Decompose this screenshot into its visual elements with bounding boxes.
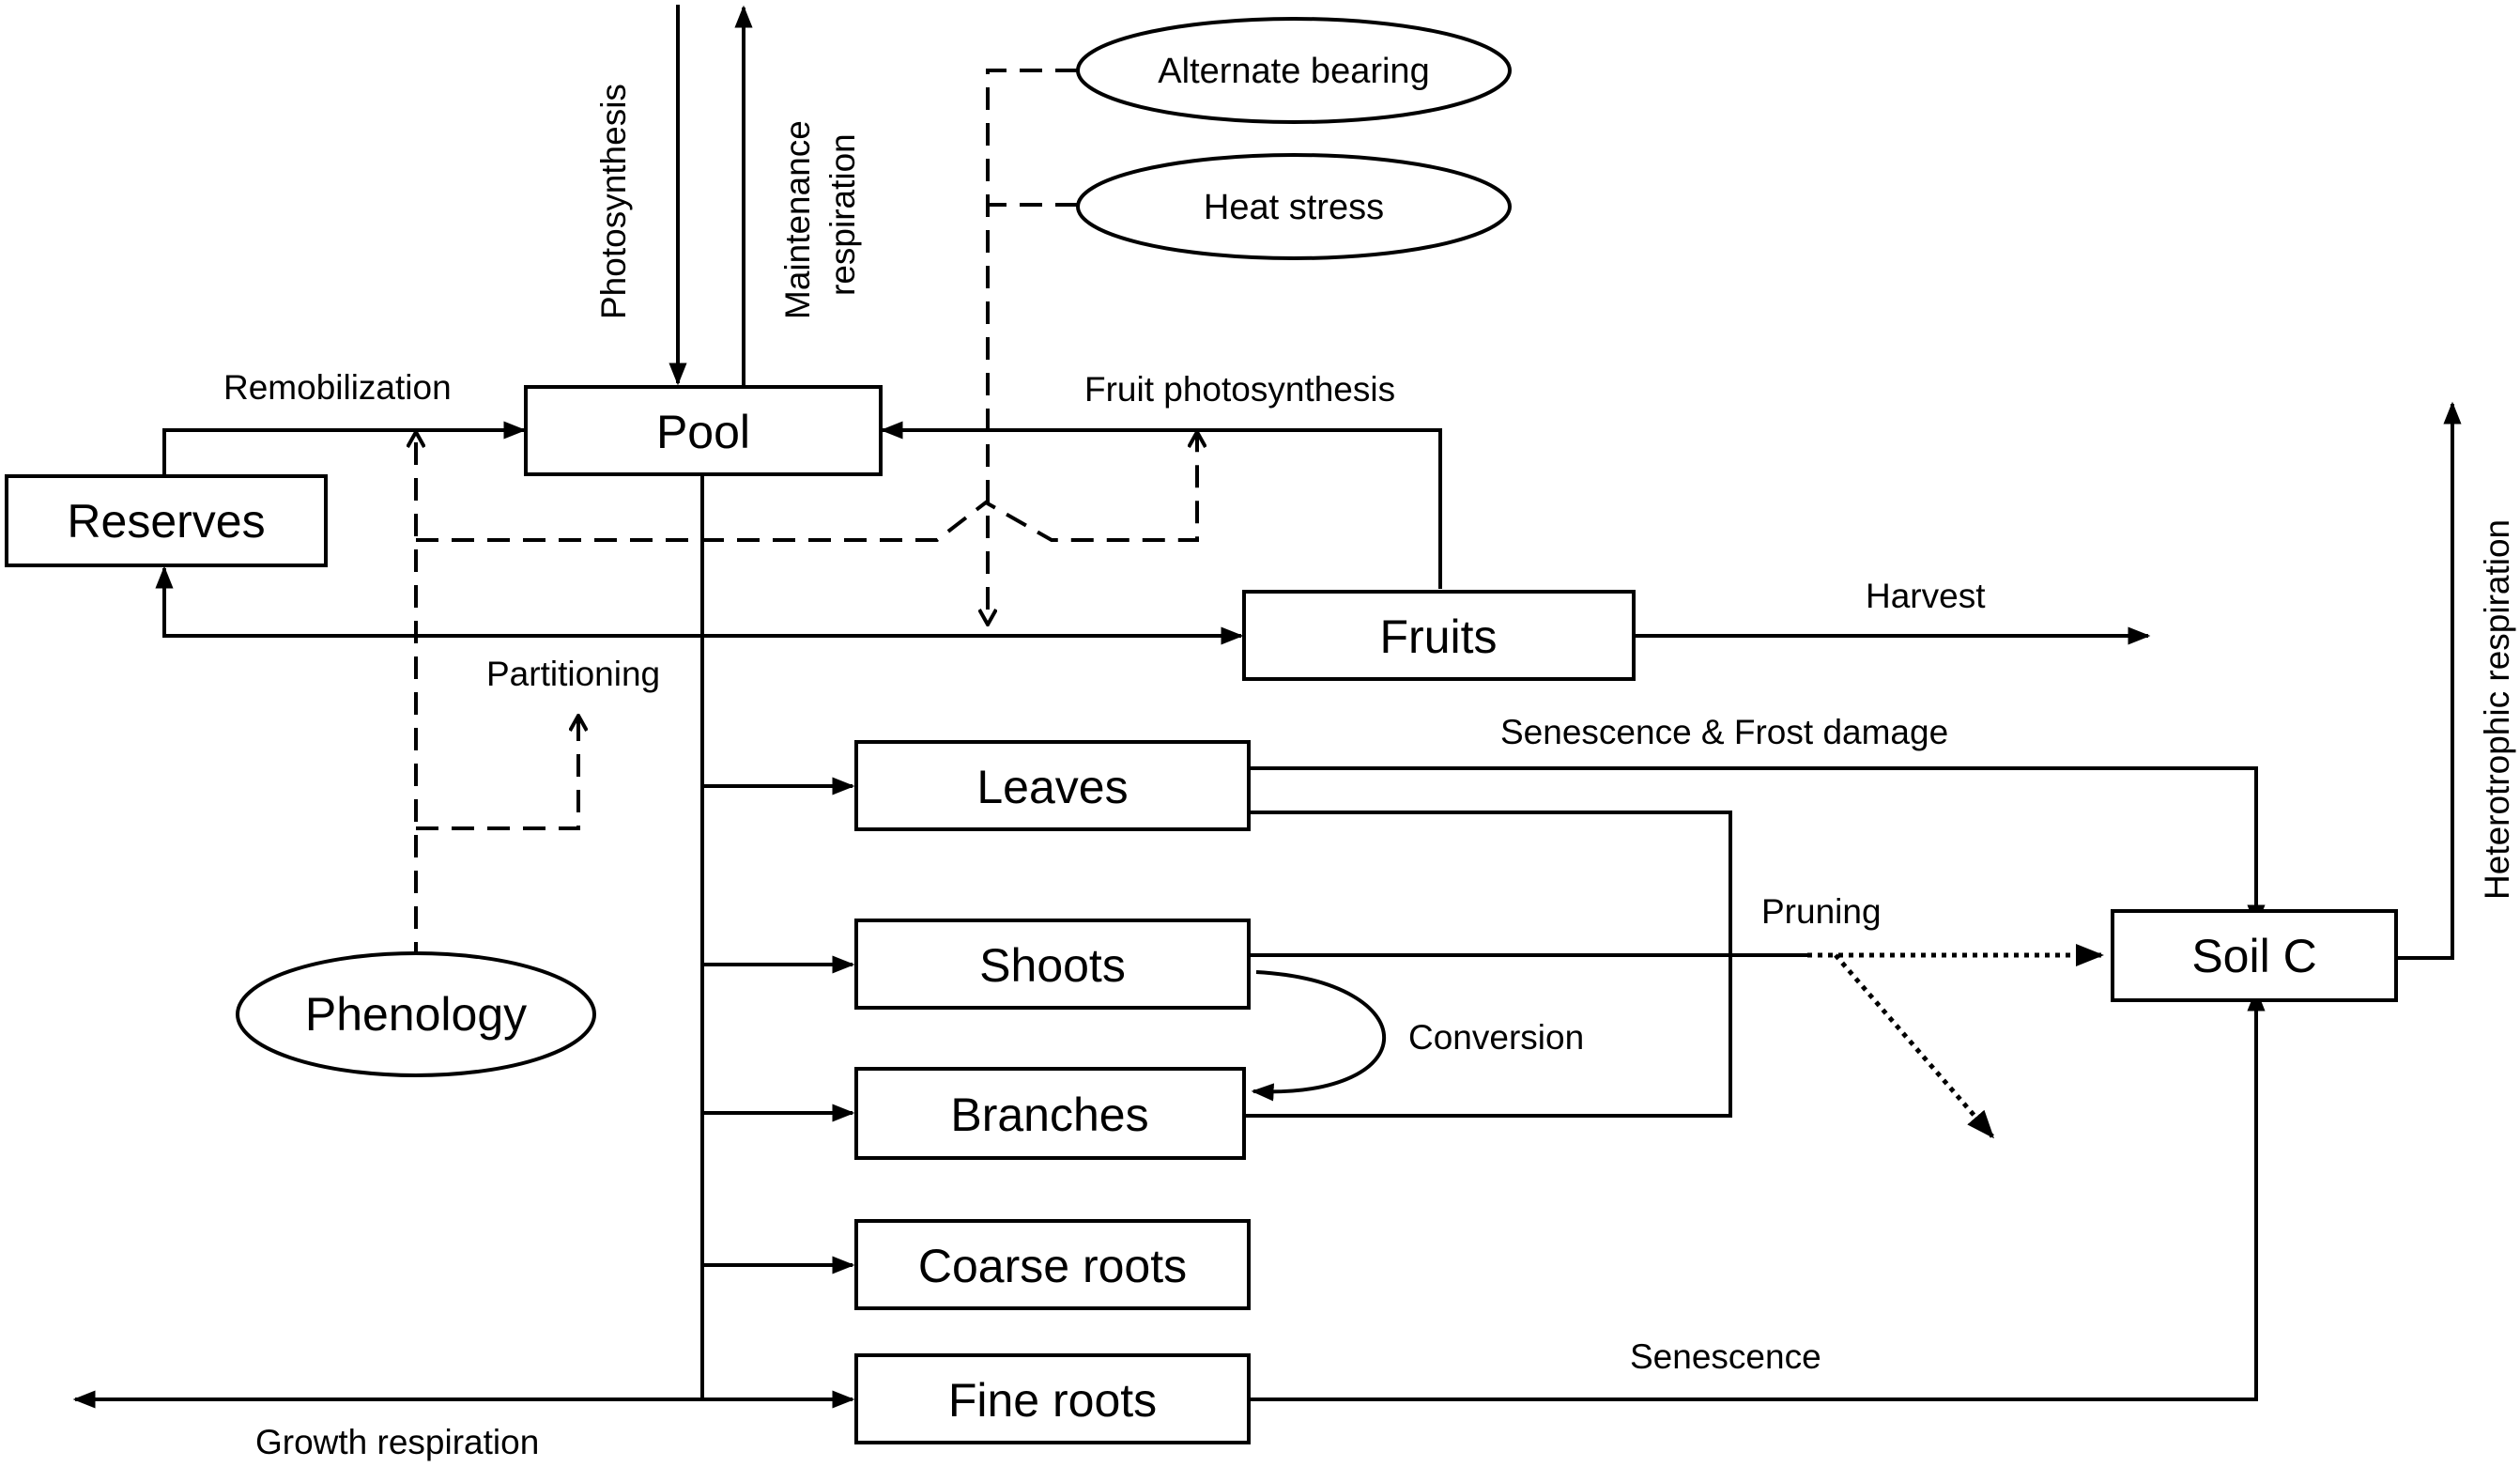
- fine-roots-label: Fine roots: [948, 1374, 1157, 1427]
- fruit-photosynthesis-arrow: [880, 421, 1442, 589]
- heat-stress-label: Heat stress: [1204, 188, 1384, 227]
- fruits-node: Fruits: [1242, 590, 1636, 681]
- branches-node: Branches: [854, 1067, 1246, 1160]
- alternate-bearing-line: [988, 69, 1078, 625]
- fine-roots-node: Fine roots: [854, 1353, 1251, 1444]
- reserves-label: Reserves: [67, 495, 265, 548]
- partitioning-label: Partitioning: [486, 655, 660, 693]
- fruits-label: Fruits: [1380, 610, 1498, 663]
- maintenance-respiration-label-line2: respiration: [823, 133, 862, 296]
- leaves-label: Leaves: [976, 761, 1128, 813]
- pruning-flows: [1807, 944, 2104, 1139]
- heterotrophic-respiration-label: Heterotrophic respiration: [2478, 519, 2516, 900]
- harvest-label: Harvest: [1866, 577, 1986, 615]
- pruning-removal-arrow: [1834, 953, 1994, 1139]
- remobilization-arrow: [162, 421, 527, 474]
- solid-flows: [72, 5, 2462, 1409]
- phenology-to-partitioning-line: [416, 716, 578, 830]
- alternate-bearing-label: Alternate bearing: [1158, 52, 1429, 91]
- reserves-node: Reserves: [5, 474, 328, 567]
- control-lines: [416, 69, 1197, 1000]
- root-senescence-arrow: [1249, 988, 2266, 1401]
- heat-stress-driver: Heat stress: [1076, 153, 1512, 260]
- senescence-frost-label: Senescence & Frost damage: [1500, 713, 1948, 751]
- coarse-roots-label: Coarse roots: [918, 1240, 1187, 1292]
- conversion-arrow: [1251, 970, 1386, 1102]
- alternate-bearing-driver: Alternate bearing: [1076, 17, 1512, 124]
- remobilization-label: Remobilization: [223, 368, 452, 407]
- phenology-driver: Phenology: [236, 951, 596, 1077]
- to-reserves-arrow: [155, 565, 702, 638]
- conversion-label: Conversion: [1408, 1018, 1584, 1057]
- phenology-to-fruit-photosynthesis-line: [416, 432, 1197, 542]
- soil-c-node: Soil C: [2111, 909, 2398, 1002]
- coarse-roots-node: Coarse roots: [854, 1219, 1251, 1310]
- photosynthesis-label: Photosynthesis: [594, 84, 633, 319]
- pool-label: Pool: [656, 406, 750, 458]
- phenology-label: Phenology: [305, 988, 527, 1041]
- leaves-node: Leaves: [854, 740, 1251, 831]
- fruit-photosynthesis-label: Fruit photosynthesis: [1084, 370, 1395, 409]
- leaf-senescence-arrow: [1249, 766, 2266, 928]
- pruning-collector-line: [1244, 811, 1732, 1118]
- growth-respiration-label: Growth respiration: [255, 1423, 539, 1461]
- branches-label: Branches: [950, 1089, 1148, 1141]
- senescence-label: Senescence: [1630, 1337, 1821, 1376]
- soil-c-label: Soil C: [2191, 930, 2316, 982]
- pool-node: Pool: [524, 385, 883, 476]
- shoots-label: Shoots: [979, 939, 1126, 992]
- maintenance-respiration-label-line1: Maintenance: [778, 120, 817, 319]
- shoots-node: Shoots: [854, 919, 1251, 1010]
- pruning-label: Pruning: [1761, 892, 1882, 931]
- heterotrophic-respiration-arrow: [2396, 401, 2462, 960]
